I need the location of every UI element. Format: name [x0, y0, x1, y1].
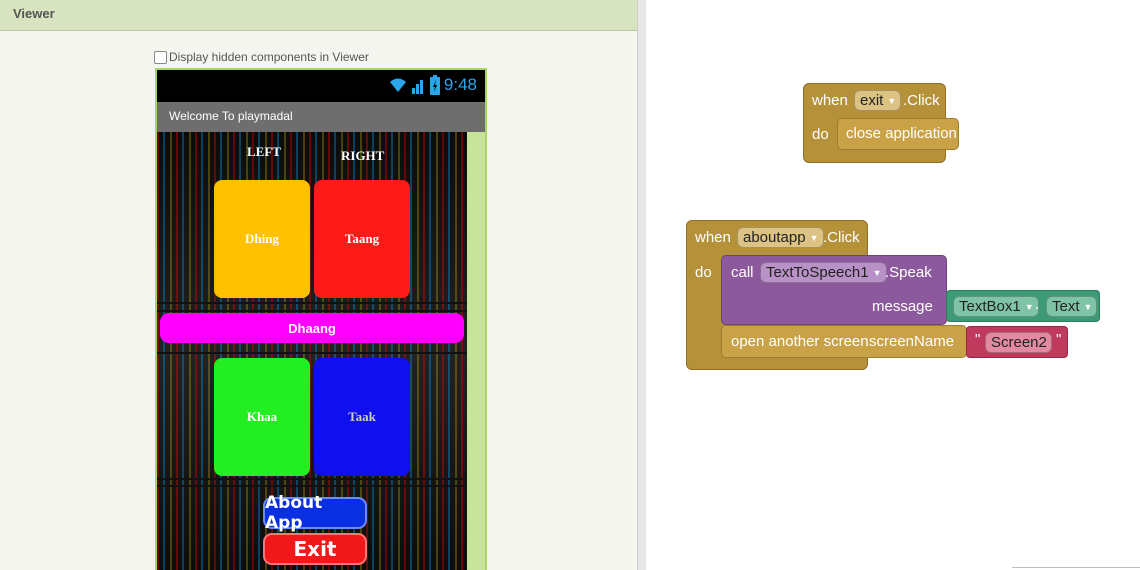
- dhaang-button-label: Dhaang: [288, 320, 336, 336]
- text-property-name: Text: [1052, 298, 1080, 315]
- about-when-keyword: when: [695, 229, 731, 246]
- screen-name-param-label: screenName: [869, 333, 955, 350]
- close-application-label: close application: [846, 125, 957, 142]
- app-title: Welcome To playmadal: [169, 109, 293, 123]
- open-quote: ": [975, 331, 981, 348]
- speak-method-name: .Speak: [885, 264, 932, 281]
- call-keyword: call: [731, 264, 754, 281]
- close-application-block[interactable]: close application: [837, 118, 959, 150]
- chevron-down-icon: ▼: [887, 95, 897, 106]
- dhing-button-label: Dhing: [245, 231, 279, 246]
- right-label: RIGHT: [341, 148, 385, 163]
- screen2-text-value[interactable]: Screen2: [985, 332, 1052, 353]
- wifi-icon: [389, 78, 406, 92]
- about-do-keyword: do: [695, 264, 712, 281]
- exit-component-name: exit: [860, 92, 884, 109]
- taak-button[interactable]: Taak: [314, 358, 410, 476]
- exit-component-dropdown[interactable]: exit ▼: [854, 90, 902, 111]
- text-property-dropdown[interactable]: Text ▼: [1046, 296, 1098, 317]
- exit-button-label: Exit: [293, 537, 337, 561]
- about-app-button-label: About App: [265, 493, 323, 533]
- display-hidden-components-row[interactable]: Display hidden components in Viewer: [154, 48, 369, 66]
- exit-do-keyword: do: [812, 126, 829, 143]
- about-app-button[interactable]: About App: [263, 493, 367, 533]
- textbox-component-name: TextBox1: [959, 298, 1021, 315]
- aboutapp-component-dropdown[interactable]: aboutapp ▼: [737, 227, 824, 248]
- viewer-panel: Viewer Display hidden components in View…: [0, 0, 640, 570]
- app-title-bar: Welcome To playmadal: [157, 102, 485, 132]
- exit-when-keyword: when: [812, 92, 848, 109]
- chevron-down-icon: ▼: [872, 267, 882, 278]
- divider-top-2: [157, 310, 467, 312]
- workspace-corner-divider: [1012, 567, 1140, 568]
- chevron-down-icon: ▼: [809, 232, 819, 243]
- exit-button[interactable]: Exit: [263, 533, 367, 565]
- viewer-title: Viewer: [13, 6, 55, 21]
- exit-click-event-block[interactable]: when exit ▼ .Click do close application: [803, 83, 959, 163]
- chevron-down-icon: ▼: [1083, 301, 1093, 312]
- taang-button-label: Taang: [344, 231, 380, 246]
- phone-preview: 9:48 Welcome To playmadal LEFT RIGHT Dhi…: [155, 68, 487, 570]
- status-bar: 9:48: [157, 70, 485, 102]
- battery-icon: [429, 75, 440, 95]
- divider-top: [157, 302, 467, 304]
- display-hidden-checkbox[interactable]: [154, 50, 167, 64]
- display-hidden-label: Display hidden components in Viewer: [169, 50, 369, 64]
- about-event-name: .Click: [823, 229, 860, 246]
- screen2-text-block[interactable]: " Screen2 ": [966, 326, 1068, 358]
- open-another-screen-label: open another screen: [731, 333, 869, 350]
- chevron-down-icon: ▼: [1024, 301, 1034, 312]
- khaa-button[interactable]: Khaa: [214, 358, 310, 476]
- khaa-button-label: Khaa: [246, 409, 278, 424]
- tts-component-dropdown[interactable]: TextToSpeech1 ▼: [760, 262, 887, 283]
- exit-event-name: .Click: [903, 92, 940, 109]
- status-time: 9:48: [443, 75, 477, 94]
- signal-icon: [411, 80, 423, 94]
- aboutapp-component-name: aboutapp: [743, 229, 806, 246]
- tts-component-name: TextToSpeech1: [766, 264, 869, 281]
- divider-bottom: [157, 478, 467, 480]
- screen2-text-value-label: Screen2: [991, 334, 1047, 351]
- panel-splitter[interactable]: [637, 0, 646, 570]
- textbox-text-getter-block[interactable]: TextBox1 ▼ . Text ▼: [946, 290, 1100, 322]
- property-dot: .: [1035, 296, 1040, 313]
- phone-scroll-strip: [467, 132, 485, 570]
- app-screen: LEFT RIGHT Dhing Taang Dhaang Khaa Taak: [157, 132, 467, 570]
- close-quote: ": [1056, 331, 1062, 348]
- taang-button[interactable]: Taang: [314, 180, 410, 298]
- status-icons: 9:48: [388, 75, 477, 95]
- divider-bottom-2: [157, 485, 467, 487]
- message-param-label: message: [872, 298, 933, 315]
- viewer-header: Viewer: [0, 0, 640, 31]
- taak-button-label: Taak: [348, 409, 376, 424]
- textbox-component-dropdown[interactable]: TextBox1 ▼: [953, 296, 1039, 317]
- open-another-screen-block[interactable]: open another screen screenName: [721, 325, 967, 358]
- dhaang-button[interactable]: Dhaang: [160, 313, 464, 343]
- divider-middle: [157, 352, 467, 354]
- left-label: LEFT: [247, 144, 281, 159]
- tts-speak-call-block[interactable]: call TextToSpeech1 ▼ .Speak message: [721, 255, 947, 325]
- dhing-button[interactable]: Dhing: [214, 180, 310, 298]
